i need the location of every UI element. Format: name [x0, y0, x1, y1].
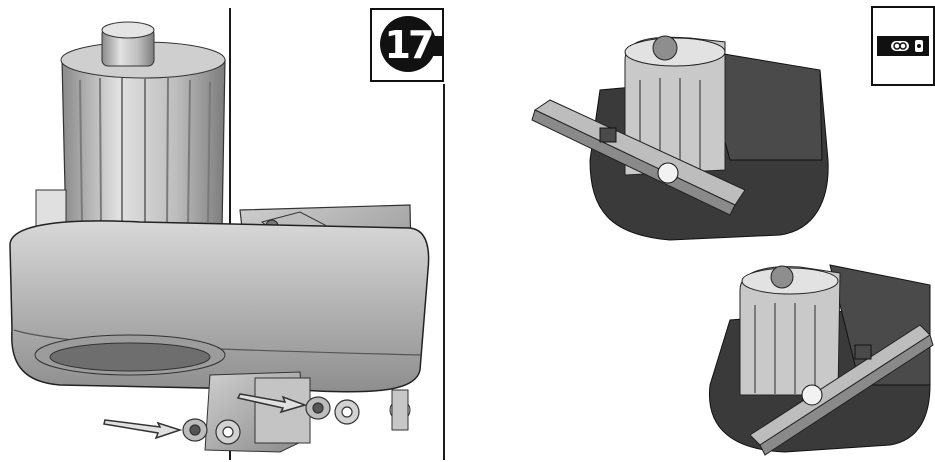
step-number: 17 — [380, 16, 436, 72]
spirit-level-badge — [871, 6, 935, 86]
level-check-illustration-bottom — [708, 264, 934, 456]
spirit-level-icon — [877, 36, 929, 56]
arrow-icon — [103, 393, 308, 440]
plug-icon — [432, 36, 444, 56]
motor-unit-illustration — [9, 21, 430, 453]
level-check-illustration-top — [531, 35, 829, 241]
step-number-badge: 17 — [370, 8, 444, 82]
divider-line-right — [443, 84, 445, 460]
